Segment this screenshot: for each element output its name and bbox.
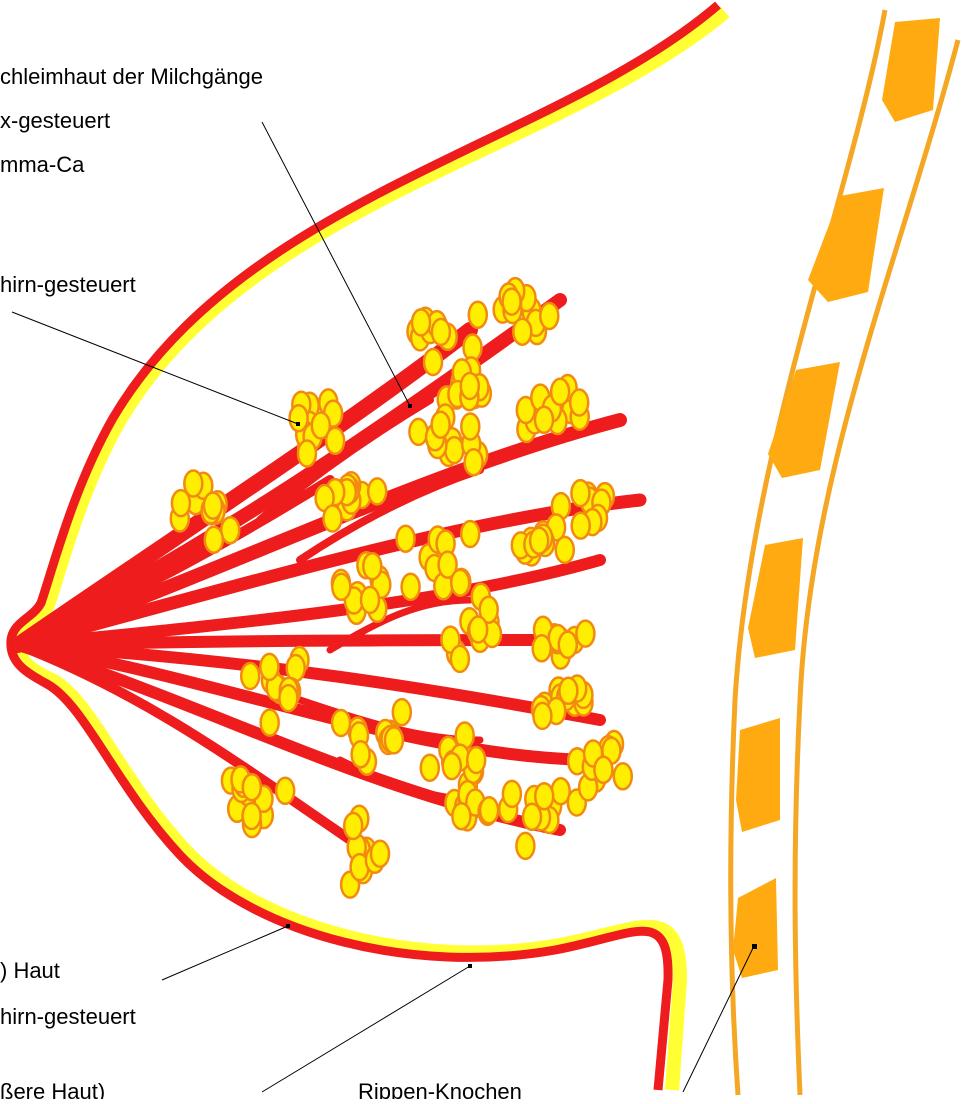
lobule-80 — [409, 419, 427, 445]
lobule-226 — [243, 803, 261, 829]
lobule-23 — [513, 319, 531, 345]
lobule-10 — [412, 309, 430, 335]
leader-lobules — [12, 312, 298, 424]
lobule-132 — [397, 526, 415, 552]
label-ducts-3: mma-Ca — [0, 152, 85, 177]
lobule-215 — [559, 678, 577, 704]
lobule-108 — [571, 480, 589, 506]
lobule-192 — [352, 741, 370, 767]
label-skin-1: ) Haut — [0, 958, 60, 983]
label-lobules: hirn-gesteuert — [0, 272, 136, 297]
lobule-11 — [432, 319, 450, 345]
lobule-60 — [204, 493, 222, 519]
lobule-22 — [540, 303, 558, 329]
lobule-183 — [332, 710, 350, 736]
lobule-48 — [326, 428, 344, 454]
lobule-12 — [469, 302, 487, 328]
lobule-275 — [452, 803, 470, 829]
lobule-167 — [533, 635, 551, 661]
lobule-203 — [443, 753, 461, 779]
lobule-263 — [614, 763, 632, 789]
label-outer-skin: ßere Haut) — [0, 1079, 105, 1099]
lobule-56 — [205, 527, 223, 553]
label-ducts-1: chleimhaut der Milchgänge — [0, 64, 263, 89]
lobule-246 — [503, 781, 521, 807]
lobule-59 — [172, 490, 190, 516]
leader-rib — [683, 946, 754, 1092]
lobule-95 — [535, 407, 553, 433]
lobule-143 — [363, 553, 381, 579]
lobule-239 — [371, 841, 389, 867]
label-ducts-2: x-gesteuert — [0, 108, 110, 133]
lobule-116 — [556, 537, 574, 563]
leader-dot-skin — [286, 924, 290, 928]
leader-dot-ducts — [408, 404, 412, 408]
lobule-70 — [368, 478, 386, 504]
lobule-127 — [461, 521, 479, 547]
rib-bone-2 — [808, 188, 884, 302]
label-rib-bone: Rippen-Knochen — [358, 1079, 522, 1099]
lobule-156 — [469, 617, 487, 643]
rib-bone-5 — [736, 718, 780, 832]
rib-bone-4 — [748, 538, 803, 658]
leader-dot-lobules — [296, 422, 300, 426]
lobule-36 — [461, 373, 479, 399]
lobule-47 — [290, 405, 308, 431]
lobule-131 — [451, 570, 469, 596]
lobule-84 — [461, 414, 479, 440]
lobule-168 — [576, 621, 594, 647]
leader-dot-outer-skin — [468, 964, 472, 968]
label-skin-2: hirn-gesteuert — [0, 1004, 136, 1029]
lobule-107 — [572, 513, 590, 539]
lobule-83 — [432, 412, 450, 438]
lobule-204 — [467, 747, 485, 773]
lobule-154 — [451, 646, 469, 672]
lobule-144 — [332, 574, 350, 600]
lobule-240 — [344, 813, 362, 839]
lobule-216 — [533, 703, 551, 729]
lobule-223 — [276, 778, 294, 804]
lobule-252 — [516, 833, 534, 859]
leader-dot-rib — [752, 944, 757, 949]
lobule-24 — [503, 289, 521, 315]
rib-bone-1 — [882, 18, 940, 122]
lobule-178 — [260, 654, 278, 680]
lobule-228 — [243, 774, 261, 800]
lobule-196 — [421, 755, 439, 781]
lobule-166 — [559, 632, 577, 658]
lobule-6 — [424, 349, 442, 375]
lobule-128 — [402, 574, 420, 600]
lobule-276 — [480, 797, 498, 823]
lobule-72 — [324, 506, 342, 532]
lobule-176 — [261, 710, 279, 736]
lobule-77 — [445, 437, 463, 463]
lobule-96 — [570, 390, 588, 416]
chest-wall — [731, 10, 958, 1095]
lobule-45 — [298, 441, 316, 467]
lobule-142 — [361, 587, 379, 613]
lobule-82 — [465, 449, 483, 475]
lobule-188 — [385, 727, 403, 753]
lobule-251 — [523, 804, 541, 830]
lobule-120 — [530, 528, 548, 554]
lobule-94 — [551, 379, 569, 405]
lobule-191 — [393, 699, 411, 725]
lobule-180 — [279, 685, 297, 711]
lobule-172 — [241, 663, 259, 689]
milk-ducts — [18, 300, 640, 860]
rib-bone-6 — [733, 878, 778, 978]
leader-outer-skin — [262, 966, 470, 1092]
lobule-264 — [594, 757, 612, 783]
leader-skin — [162, 926, 288, 980]
